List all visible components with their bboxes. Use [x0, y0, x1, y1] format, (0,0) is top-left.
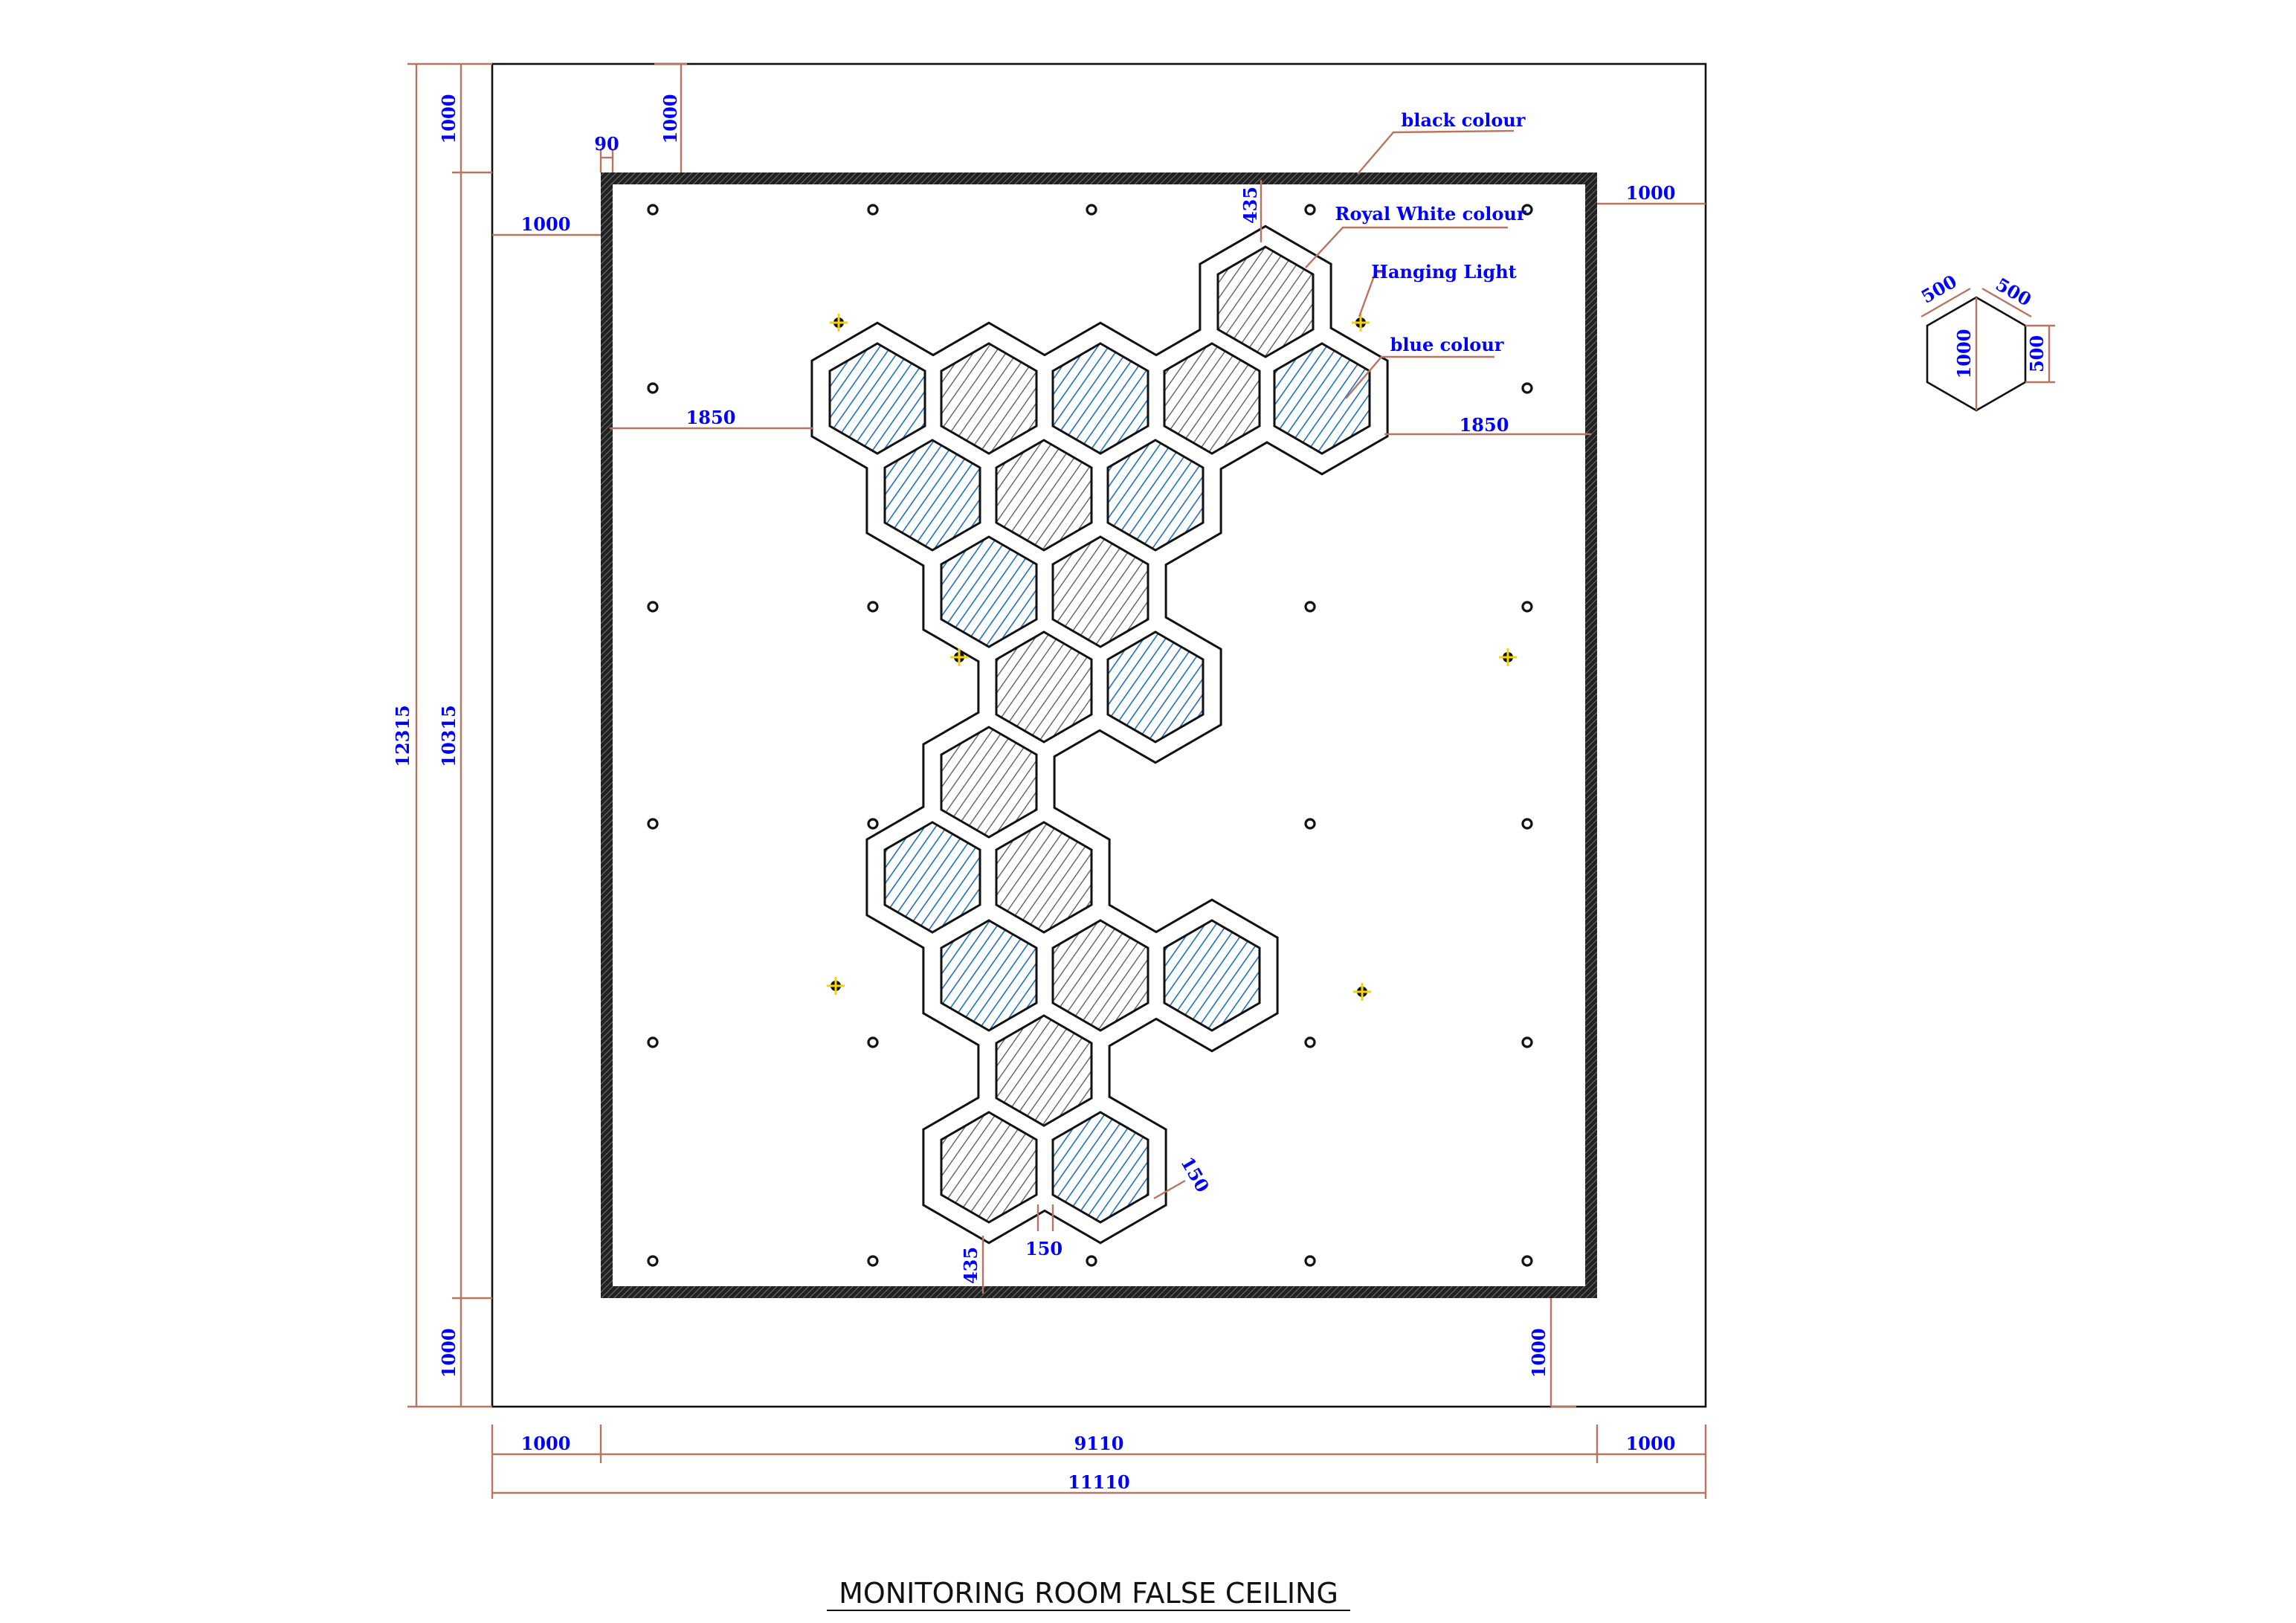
- ceiling-point-icon: [647, 818, 659, 830]
- dim-bottom-margin: 1000: [438, 1329, 459, 1378]
- dim-left-margin: 1000: [521, 1433, 571, 1454]
- hexagon-detail: 500 500 1000 500: [1918, 271, 2055, 412]
- ceiling-point-icon: [867, 818, 879, 830]
- ceiling-point-icon: [1304, 1036, 1316, 1048]
- label-royal-white-colour: Royal White colour: [1335, 203, 1526, 225]
- dim-bottom-right-offset: 1000: [1528, 1329, 1550, 1378]
- dim-top-inner: 1000: [660, 94, 681, 144]
- ceiling-point-icon: [867, 601, 879, 613]
- hex-panel-blue: [883, 821, 981, 934]
- ceiling-point-icon: [867, 204, 879, 216]
- hex-panel-gray: [995, 439, 1093, 552]
- leader-blue-colour: blue colour: [1345, 334, 1504, 399]
- hex-panel-blue: [828, 342, 926, 455]
- ceiling-point-icon: [1304, 818, 1316, 830]
- ceiling-point-icon: [647, 1255, 659, 1267]
- leader-hanging-light: Hanging Light: [1358, 261, 1517, 317]
- hex-panel-gray: [1051, 919, 1149, 1032]
- hex-panel-gray: [995, 1014, 1093, 1127]
- label-blue-colour: blue colour: [1390, 334, 1504, 355]
- dim-frame-width: 150: [1025, 1238, 1062, 1259]
- hanging-light-icon: [1352, 314, 1370, 332]
- ceiling-point-icon: [1304, 204, 1316, 216]
- detail-side-b: 500: [1992, 274, 2035, 311]
- ceiling-point-icon: [1086, 204, 1097, 216]
- ceiling-point-icon: [647, 204, 659, 216]
- label-hanging-light: Hanging Light: [1371, 261, 1516, 283]
- hex-panel-blue: [940, 535, 1038, 648]
- ceiling-point-icon: [1304, 601, 1316, 613]
- label-black-colour: black colour: [1402, 109, 1526, 131]
- dim-right-margin: 1000: [1626, 1433, 1676, 1454]
- drawing-title: MONITORING ROOM FALSE CEILING: [839, 1577, 1338, 1610]
- ceiling-point-icon: [647, 1036, 659, 1048]
- leader-royal-white: Royal White colour: [1305, 203, 1526, 268]
- dim-inner-height: 10315: [438, 705, 459, 767]
- ceiling-point-icon: [1521, 204, 1533, 216]
- hex-panel-blue: [940, 919, 1038, 1032]
- hex-panel-blue: [1163, 919, 1261, 1032]
- dim-top-right-offset: 1000: [1626, 182, 1676, 204]
- leader-black-colour: black colour: [1357, 109, 1526, 175]
- hex-panel-gray: [940, 726, 1038, 839]
- ceiling-point-icon: [1304, 1255, 1316, 1267]
- ceiling-point-icon: [1521, 818, 1533, 830]
- hex-panel-gray: [940, 1111, 1038, 1224]
- hex-panel-gray: [1051, 535, 1149, 648]
- ceiling-point-icon: [647, 382, 659, 394]
- black-border-frame: [601, 172, 1597, 1298]
- ceiling-points: [647, 204, 1533, 1267]
- ceiling-point-icon: [1521, 1036, 1533, 1048]
- detail-height: 1000: [1953, 329, 1975, 379]
- hex-panel-gray: [1216, 245, 1315, 358]
- dim-bottom-gap: 435: [960, 1247, 981, 1284]
- hex-panel-gray: [995, 630, 1093, 743]
- ceiling-point-icon: [1521, 601, 1533, 613]
- detail-side-c: 500: [2026, 335, 2048, 372]
- hex-panel-blue: [1106, 630, 1205, 743]
- honeycomb-panels: [828, 245, 1371, 1224]
- ceiling-point-icon: [1521, 1255, 1533, 1267]
- outer-room-outline: [491, 62, 1707, 1408]
- ceiling-point-icon: [867, 1255, 879, 1267]
- dim-top-left-offset: 1000: [521, 213, 571, 235]
- detail-side-a: 500: [1918, 271, 1961, 308]
- ceiling-point-icon: [1521, 382, 1533, 394]
- dim-right-gap: 1850: [1460, 414, 1509, 436]
- hex-panel-blue: [1051, 342, 1149, 455]
- dim-left-gap: 1850: [686, 407, 736, 428]
- dim-frame-width-diag: 150: [1176, 1153, 1213, 1196]
- hanging-light-icon: [827, 977, 845, 995]
- hex-panel-blue: [1106, 439, 1205, 552]
- hanging-light-icon: [1353, 983, 1371, 1001]
- hex-panel-blue: [1051, 1111, 1149, 1224]
- dim-top-margin: 1000: [438, 94, 459, 144]
- hanging-light-icon: [830, 314, 848, 332]
- dim-overall-width: 11110: [1068, 1471, 1130, 1493]
- ceiling-point-icon: [1086, 1255, 1097, 1267]
- hanging-light-icon: [1499, 648, 1517, 666]
- dim-overall-height: 12315: [392, 705, 413, 767]
- ceiling-point-icon: [647, 601, 659, 613]
- hanging-light-icon: [950, 648, 968, 666]
- hex-panel-blue: [883, 439, 981, 552]
- ceiling-point-icon: [867, 1036, 879, 1048]
- hex-panel-gray: [1163, 342, 1261, 455]
- hanging-lights: [827, 314, 1517, 1001]
- dimension-lines: [407, 62, 1707, 1499]
- dim-inner-width: 9110: [1074, 1433, 1124, 1454]
- hex-panel-gray: [940, 342, 1038, 455]
- hex-panel-gray: [995, 821, 1093, 934]
- dim-border: 90: [594, 133, 619, 155]
- dim-top-gap: 435: [1239, 187, 1261, 224]
